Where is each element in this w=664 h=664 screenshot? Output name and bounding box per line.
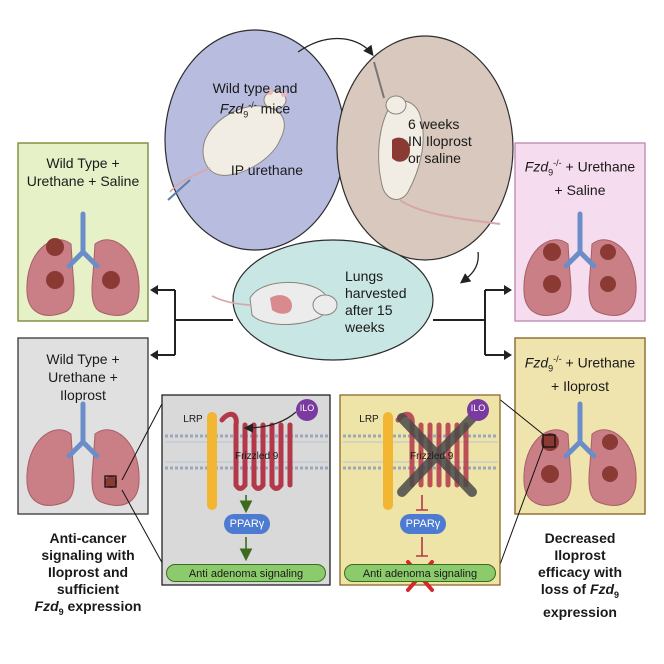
ellipse-injection-text: Wild type and Fzd9-/- mice [190, 80, 320, 123]
arrow-treatment-to-harvest [459, 251, 479, 284]
zoom-line-right-top [497, 397, 545, 436]
mouse-bottom [211, 281, 338, 325]
inhibit-ppar-signal [416, 537, 428, 557]
caption-right: Decreased Iloprost efficacy with loss of… [537, 530, 623, 620]
inhibit-receptor-ppar [416, 495, 428, 511]
box-wt-iloprost-title: Wild Type + Urethane + Iloprost [46, 351, 120, 403]
connector-left [152, 289, 233, 356]
box-wt-saline-title: Wild Type + Urethane + Saline [26, 155, 140, 189]
ilo-label-left: ILO [299, 403, 315, 413]
lung-wt-iloprost [27, 404, 139, 505]
lrp-label-right: LRP [359, 414, 379, 425]
mouse-right [373, 61, 501, 225]
ellipse-injection-line2: Fzd9-/- mice [219, 100, 291, 120]
lrp-bar-right [383, 412, 393, 510]
frizzled-label-right: Frizzled 9 [410, 451, 454, 462]
ppar-pill-left: PPARγ [224, 514, 270, 534]
box-ko-iloprost-title: Fzd9-/- + Urethane + Iloprost [524, 354, 636, 395]
ppar-pill-right: PPARγ [400, 514, 446, 534]
box-ko-saline-title: Fzd9-/- + Urethane + Saline [524, 158, 636, 199]
frizzled-receptor-left [219, 411, 293, 491]
gene-name: Fzd [219, 100, 244, 117]
receptor-knockout-x [397, 413, 477, 497]
caption-left: Anti-cancer signaling with Iloprost and … [34, 530, 142, 617]
signal-pill-right: Anti adenoma signaling [344, 564, 496, 582]
lrp-label-left: LRP [183, 414, 203, 425]
ellipse-injection-line1: Wild type and [212, 80, 298, 96]
arrowhead-left-bottom [150, 350, 158, 360]
ilo-circle-left [296, 399, 318, 421]
arrow-injection-to-treatment [297, 37, 374, 57]
arrowhead-right-bottom [504, 350, 512, 360]
lung-ko-iloprost [524, 404, 636, 505]
signal-pill-left: Anti adenoma signaling [166, 564, 326, 582]
zoom-line-left-top [121, 397, 166, 481]
ilo-label-right: ILO [470, 403, 486, 413]
lung-wt-saline [27, 214, 139, 315]
ellipse-treatment-text: 6 weeks IN Iloprost or saline [408, 116, 472, 166]
ellipse-treatment [336, 35, 514, 261]
lrp-bar-left [207, 412, 217, 510]
ilo-circle-right [467, 399, 489, 421]
frizzled-label-left: Frizzled 9 [235, 451, 279, 462]
zoom-line-left-bottom [121, 489, 166, 569]
zoom-line-right-bottom [497, 444, 545, 571]
arrow-ilo-to-receptor [243, 411, 297, 433]
arrowhead-left-top [150, 285, 158, 295]
connector-right [433, 289, 508, 356]
ellipse-harvest-text: Lungs harvested after 15 weeks [345, 268, 407, 335]
mouse-left [167, 89, 287, 201]
arrowhead-right-top [504, 285, 512, 295]
lung-ko-saline [524, 214, 636, 315]
ellipse-injection-route: IP urethane [230, 162, 304, 178]
